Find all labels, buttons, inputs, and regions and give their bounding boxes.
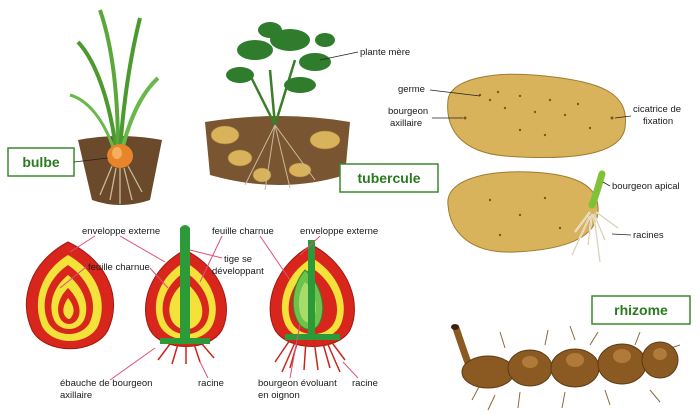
bulb-plant-illustration <box>69 9 162 205</box>
potato-tuber-illustration <box>447 73 627 159</box>
potato-plant-illustration <box>205 22 350 191</box>
sprouting-potato-illustration <box>447 170 619 263</box>
leaf <box>118 17 142 151</box>
potato-foliage <box>226 22 335 93</box>
bourgeon-axillaire-label: bourgeon <box>388 106 428 117</box>
tige-label-1: tige se <box>224 254 252 265</box>
potato-tuber-sprouting <box>447 171 599 253</box>
bourgeon-evoluant-label-1: bourgeon évoluant <box>258 378 337 389</box>
tubercule-label-box: tubercule <box>339 163 439 193</box>
leaf <box>69 93 116 151</box>
growing-stem <box>180 228 190 340</box>
bulb-section-evolving-bud <box>269 240 355 373</box>
cicatrice-label: cicatrice de <box>633 104 681 115</box>
bourgeon-axillaire-label-2: axillaire <box>390 118 422 129</box>
ebauche-label-2: axillaire <box>60 390 92 401</box>
soil-block <box>205 116 350 185</box>
tige-label-2: développant <box>212 266 264 277</box>
leaf <box>76 40 118 151</box>
leaf <box>98 9 120 151</box>
bulbe-label-box: bulbe <box>7 147 109 177</box>
potato-tubers <box>210 125 341 183</box>
apical-bud-sprout <box>588 170 606 209</box>
tubercule-title: tubercule <box>357 170 420 186</box>
racine-label-2: racine <box>352 378 378 389</box>
rhizome-label-box: rhizome <box>591 295 691 325</box>
potato-tuber <box>447 73 627 159</box>
enveloppe-externe-label-2: enveloppe externe <box>300 226 378 237</box>
bulb-section-growing-stem <box>145 225 227 365</box>
leaf <box>120 76 160 151</box>
bulbe-title: bulbe <box>22 154 60 170</box>
bulb-roots <box>99 165 143 204</box>
feuille-charnue-label-2: feuille charnue <box>212 226 274 237</box>
bulb-roots <box>157 343 215 365</box>
ebauche-label-1: ébauche de bourgeon <box>60 378 152 389</box>
racines-label: racines <box>633 230 664 241</box>
bourgeon-evoluant-label-2: en oignon <box>258 390 300 401</box>
racine-label-1: racine <box>198 378 224 389</box>
plante-mere-label: plante mère <box>360 47 410 58</box>
cicatrice-label-2: fixation <box>643 116 673 127</box>
germe-label: germe <box>398 84 425 95</box>
rhizome-title: rhizome <box>614 302 668 318</box>
bulb-section-outer-envelope <box>25 241 115 350</box>
rhizome-illustration <box>451 324 681 411</box>
bourgeon-apical-label: bourgeon apical <box>612 181 680 192</box>
feuille-charnue-label-1: feuille charnue <box>88 262 150 273</box>
enveloppe-externe-label-1: enveloppe externe <box>82 226 160 237</box>
